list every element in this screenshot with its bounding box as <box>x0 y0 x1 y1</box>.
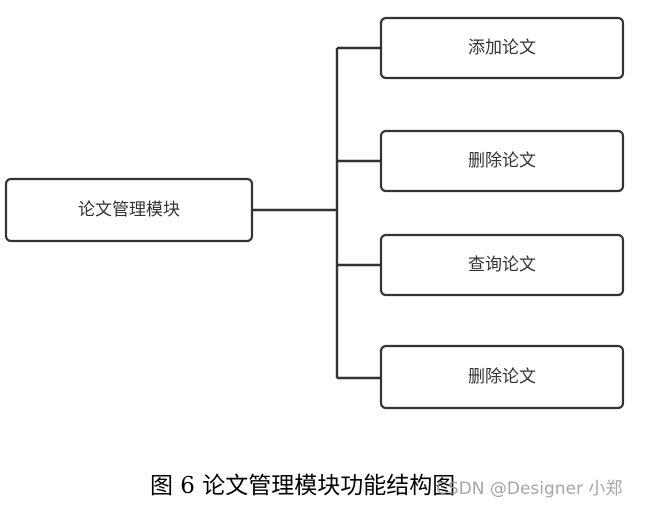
child-node-box <box>379 129 625 193</box>
child-node-delete: 删除论文 <box>379 129 625 193</box>
root-node-label: 论文管理模块 <box>78 200 180 220</box>
figure-caption: 图 6 论文管理模块功能结构图 <box>150 473 456 499</box>
child-node-label: 添加论文 <box>468 38 536 58</box>
child-node-label: 删除论文 <box>468 367 536 387</box>
child-node-box <box>379 16 625 80</box>
root-node: 论文管理模块 <box>4 177 254 243</box>
root-node-box <box>4 177 254 243</box>
watermark: CSDN @Designer 小郑 <box>436 479 623 499</box>
child-node-label: 查询论文 <box>468 255 536 275</box>
child-node-box <box>379 344 625 410</box>
child-node-add: 添加论文 <box>379 16 625 80</box>
child-node-delete-2: 删除论文 <box>379 344 625 410</box>
child-node-label: 删除论文 <box>468 151 536 171</box>
child-node-box <box>379 233 625 297</box>
connectors <box>252 46 381 380</box>
child-node-query: 查询论文 <box>379 233 625 297</box>
